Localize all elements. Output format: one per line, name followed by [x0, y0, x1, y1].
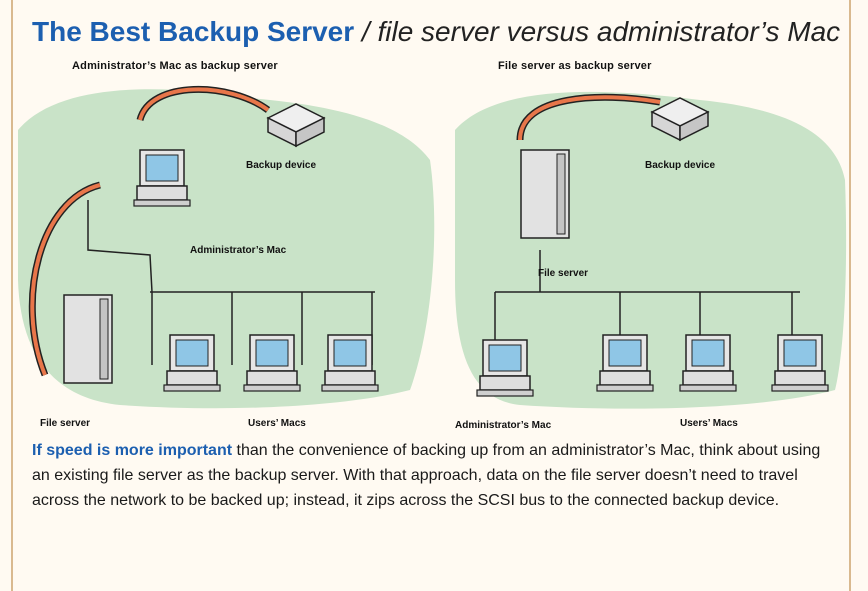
left-file-server-icon: [63, 294, 113, 384]
title-main: The Best Backup Server: [32, 16, 355, 47]
caption-lead: If speed is more important: [32, 442, 233, 459]
caption-paragraph: If speed is more important than the conv…: [32, 438, 822, 513]
left-diagram-label: Administrator’s Mac as backup server: [72, 60, 278, 72]
right-frame-border: [849, 0, 851, 591]
right-users-macs-label: Users’ Macs: [680, 418, 738, 429]
caption-body: than the convenience of backing up from …: [32, 442, 821, 509]
right-user-mac-1-icon: [596, 334, 654, 392]
left-side-arrow: [30, 183, 101, 376]
right-file-server-label: File server: [538, 268, 589, 279]
left-users-macs-label: Users’ Macs: [248, 418, 306, 429]
left-user-mac-1-icon: [163, 334, 221, 392]
right-file-server-icon: [520, 149, 570, 239]
right-user-mac-2-icon: [679, 334, 737, 392]
left-backup-device-label: Backup device: [246, 160, 317, 171]
title-subtitle: / file server versus administrator’s Mac: [361, 16, 841, 47]
left-diagram: [18, 85, 435, 409]
left-user-mac-2-icon: [243, 334, 301, 392]
right-admin-mac-label: Administrator’s Mac: [455, 420, 552, 431]
left-admin-mac-icon: [133, 149, 191, 207]
right-backup-device-label: Backup device: [645, 160, 716, 171]
right-diagram-label: File server as backup server: [498, 60, 652, 72]
right-admin-mac-icon: [476, 339, 534, 397]
left-file-server-label: File server: [40, 418, 91, 429]
left-diagram-background: [18, 89, 435, 409]
page-title: The Best Backup Server / file server ver…: [32, 14, 852, 50]
left-admin-mac-label: Administrator’s Mac: [190, 245, 287, 256]
right-top-arrow: [518, 95, 661, 141]
left-user-mac-3-icon: [321, 334, 379, 392]
left-top-arrow: [138, 87, 270, 121]
right-user-mac-3-icon: [771, 334, 829, 392]
right-diagram: [455, 91, 847, 409]
left-frame-border: [11, 0, 13, 591]
